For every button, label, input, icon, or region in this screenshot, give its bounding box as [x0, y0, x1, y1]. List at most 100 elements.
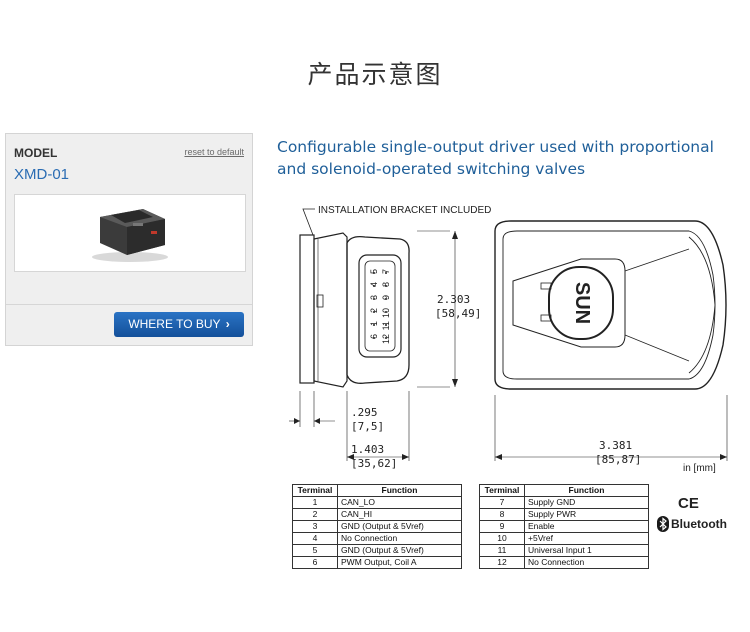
- function-cell: PWM Output, Coil A: [337, 556, 462, 569]
- connector-face: [358, 254, 402, 358]
- pin-label: 5: [369, 269, 379, 274]
- function-cell: Supply PWR: [524, 508, 649, 521]
- side-in-label: 1.403: [351, 443, 384, 456]
- product-card: MODEL reset to default XMD-01 WHERE TO B…: [5, 133, 253, 346]
- pin-row-2: 789101112: [381, 269, 391, 344]
- units-note: in [mm]: [683, 463, 716, 474]
- pin-label: 6: [369, 334, 379, 339]
- table-row: 10+5Vref: [479, 532, 649, 545]
- function-cell: +5Vref: [524, 532, 649, 545]
- side-tab: [316, 294, 324, 308]
- function-cell: GND (Output & 5Vref): [337, 544, 462, 557]
- terminal-cell: 2: [292, 508, 338, 521]
- pin-label: 9: [381, 295, 391, 300]
- pin-label: 4: [369, 282, 379, 287]
- pin-dot: [373, 298, 375, 300]
- pin-dot: [385, 337, 387, 339]
- pin-dot: [373, 311, 375, 313]
- pin-dot: [373, 272, 375, 274]
- top-view-outline: [494, 220, 727, 390]
- side-bracket: [299, 234, 315, 384]
- where-to-buy-button[interactable]: WHERE TO BUY ›: [114, 312, 244, 337]
- terminal-cell: 10: [479, 532, 525, 545]
- pin-dot: [385, 298, 387, 300]
- bluetooth-badge: Bluetooth: [657, 516, 727, 532]
- bluetooth-label: Bluetooth: [671, 517, 727, 531]
- bracket-note: INSTALLATION BRACKET INCLUDED: [318, 205, 491, 216]
- height-mm-label: [58,49]: [435, 307, 481, 320]
- side-mm-label: [35,62]: [351, 457, 397, 470]
- function-cell: No Connection: [337, 532, 462, 545]
- pin-label: 1: [369, 321, 379, 326]
- bluetooth-icon: [657, 516, 669, 532]
- function-cell: Universal Input 1: [524, 544, 649, 557]
- ce-mark: CE: [678, 495, 699, 512]
- product-description: Configurable single-output driver used w…: [277, 138, 714, 178]
- pin-dot: [385, 324, 387, 326]
- function-header: Function: [337, 484, 462, 497]
- length-in-label: 3.381: [599, 439, 632, 452]
- pin-dot: [385, 285, 387, 287]
- terminal-cell: 4: [292, 532, 338, 545]
- terminal-cell: 3: [292, 520, 338, 533]
- function-header: Function: [524, 484, 649, 497]
- side-body: [313, 232, 348, 388]
- length-mm-label: [85,87]: [595, 453, 641, 466]
- function-cell: No Connection: [524, 556, 649, 569]
- function-cell: Supply GND: [524, 496, 649, 509]
- pin-label: 2: [369, 308, 379, 313]
- function-cell: CAN_LO: [337, 496, 462, 509]
- terminal-cell: 6: [292, 556, 338, 569]
- pin-label: 10: [381, 308, 391, 318]
- depth-mm-label: [7,5]: [351, 420, 384, 433]
- pin-dot: [373, 324, 375, 326]
- terminal-cell: 11: [479, 544, 525, 557]
- model-value: XMD-01: [14, 166, 70, 183]
- pin-dot: [385, 311, 387, 313]
- chevron-right-icon: ›: [225, 317, 230, 331]
- pin-label: 3: [369, 295, 379, 300]
- reset-to-default-link[interactable]: reset to default: [184, 147, 244, 157]
- sun-logo-plate: [548, 266, 614, 340]
- terminal-cell: 12: [479, 556, 525, 569]
- where-to-buy-label: WHERE TO BUY: [128, 317, 221, 331]
- top-view-inset: [512, 258, 626, 348]
- bracket-leader: [302, 208, 315, 236]
- terminal-header: Terminal: [479, 484, 525, 497]
- pin-label: 7: [381, 269, 391, 274]
- product-image: [92, 209, 168, 262]
- connector-housing: [346, 235, 410, 384]
- page-title: 产品示意图: [307, 60, 443, 89]
- pin-label: 12: [381, 334, 391, 344]
- card-divider: [6, 304, 252, 305]
- height-in-label: 2.303: [437, 293, 470, 306]
- sun-logo: SUN: [571, 282, 593, 324]
- function-cell: GND (Output & 5Vref): [337, 520, 462, 533]
- dimension-drawing: INSTALLATION BRACKET INCLUDED 5 4 3 2 1 6 7 8 9…: [289, 205, 728, 470]
- terminal-cell: 9: [479, 520, 525, 533]
- pin-label: 8: [381, 282, 391, 287]
- terminal-cell: 1: [292, 496, 338, 509]
- terminal-cell: 5: [292, 544, 338, 557]
- pin-row-1: 5 4 3 2 1 6: [369, 269, 379, 339]
- function-cell: CAN_HI: [337, 508, 462, 521]
- pin-dot: [385, 272, 387, 274]
- model-label: MODEL: [14, 146, 58, 160]
- function-cell: Enable: [524, 520, 649, 533]
- terminal-header: Terminal: [292, 484, 338, 497]
- pin-dot: [373, 337, 375, 339]
- terminal-cell: 7: [479, 496, 525, 509]
- pin-dot: [373, 285, 375, 287]
